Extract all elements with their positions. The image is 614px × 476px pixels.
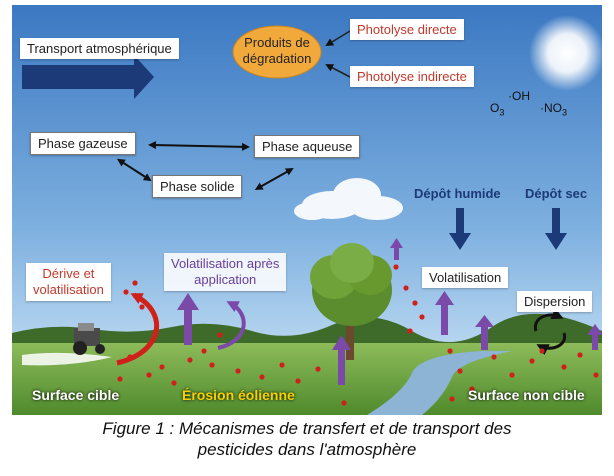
label-depot-humide: Dépôt humide	[414, 186, 501, 201]
treeline	[12, 313, 602, 350]
caption-line1: Figure 1 : Mécanismes de transfert et de…	[102, 419, 512, 438]
label-oh: ·OH	[508, 89, 530, 103]
label-dispersion: Dispersion	[517, 291, 593, 312]
label-derive-line2: volatilisation	[33, 282, 104, 297]
diagram-figure: Transport atmosphérique Produits de dégr…	[12, 5, 602, 415]
degradation-ellipse	[232, 25, 322, 79]
arrow-depot-humide	[449, 208, 471, 250]
tractor	[22, 323, 112, 366]
no3-text: ·NO	[540, 101, 562, 115]
o3-sub: 3	[499, 107, 505, 118]
label-phase-solide: Phase solide	[152, 175, 243, 198]
label-depot-sec: Dépôt sec	[525, 186, 588, 201]
label-o3: O3	[490, 101, 504, 117]
background-scene	[12, 5, 602, 415]
no3-sub: 3	[562, 107, 568, 118]
label-derive-line1: Dérive et	[42, 266, 95, 281]
label-erosion-eolienne: Érosion éolienne	[182, 387, 295, 403]
arrow-depot-sec	[545, 208, 567, 250]
label-derive-volatilisation: Dérive et volatilisation	[26, 263, 111, 301]
sun	[529, 15, 602, 91]
label-phase-gazeuse: Phase gazeuse	[30, 132, 136, 155]
label-volatilisation-apres-line2: application	[194, 272, 257, 287]
label-produits-line2: dégradation	[242, 51, 312, 66]
cloud	[294, 178, 403, 220]
arrow-photolyse-directe	[325, 30, 351, 47]
arrow-solide-aqueuse	[254, 168, 294, 190]
pesticide-droplets	[117, 264, 599, 406]
label-surface-non-cible: Surface non cible	[468, 387, 585, 403]
label-volatilisation-apres-line1: Volatilisation après	[171, 256, 280, 271]
label-transport-atmospherique: Transport atmosphérique	[20, 38, 179, 59]
label-produits-degradation: Produits de dégradation	[233, 35, 321, 67]
field	[12, 343, 602, 415]
label-photolyse-directe: Photolyse directe	[350, 19, 464, 40]
river	[367, 351, 512, 415]
arrow-photolyse-indirecte	[325, 64, 351, 78]
label-photolyse-indirecte: Photolyse indirecte	[350, 66, 474, 87]
label-surface-cible: Surface cible	[32, 387, 120, 403]
label-no3: ·NO3	[540, 101, 567, 117]
label-phase-aqueuse: Phase aqueuse	[254, 135, 361, 158]
label-produits-line1: Produits de	[244, 35, 310, 50]
purple-up-arrows	[177, 238, 602, 385]
label-volatilisation-apres-application: Volatilisation après application	[164, 253, 287, 291]
o3-text: O	[490, 101, 500, 115]
arrow-gazeuse-aqueuse	[148, 141, 250, 151]
arrow-gazeuse-solide	[116, 158, 152, 182]
tree	[310, 243, 392, 360]
transport-arrow	[22, 55, 154, 99]
purple-curved-arrow	[217, 301, 246, 350]
dispersion-arrows	[533, 308, 567, 355]
figure-caption: Figure 1 : Mécanismes de transfert et de…	[0, 418, 614, 460]
caption-line2: pesticides dans l'atmosphère	[197, 440, 417, 459]
label-volatilisation: Volatilisation	[422, 267, 509, 288]
